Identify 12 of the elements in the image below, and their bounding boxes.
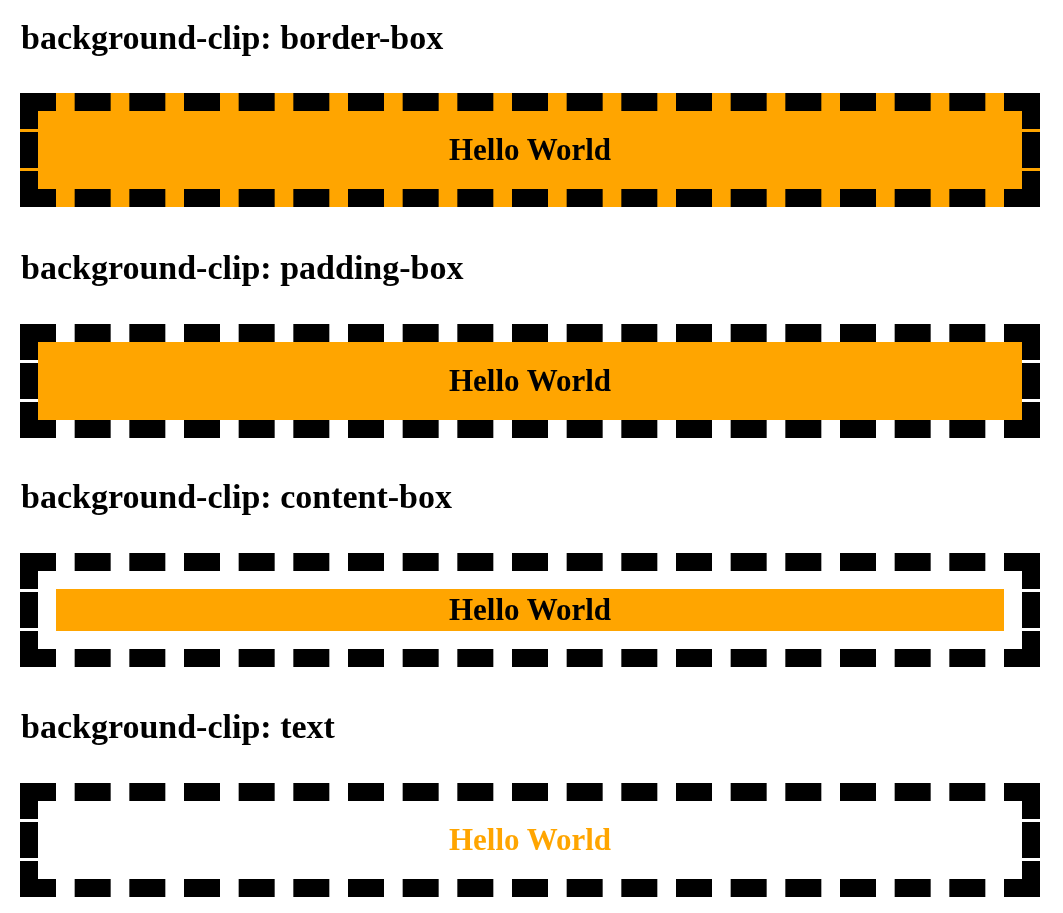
heading: background-clip: content-box (21, 477, 453, 517)
box-text: Hello World (448, 592, 612, 628)
heading: background-clip: padding-box (21, 248, 464, 288)
box-text: Hello World (448, 363, 612, 399)
box-text: Hello World (448, 822, 612, 858)
dashed-box (20, 553, 1040, 667)
heading: background-clip: border-box (21, 18, 444, 58)
dashed-box (20, 324, 1040, 438)
box-text: Hello World (448, 132, 612, 168)
dashed-box (20, 783, 1040, 897)
heading: background-clip: text (21, 707, 335, 747)
dashed-box (20, 93, 1040, 207)
